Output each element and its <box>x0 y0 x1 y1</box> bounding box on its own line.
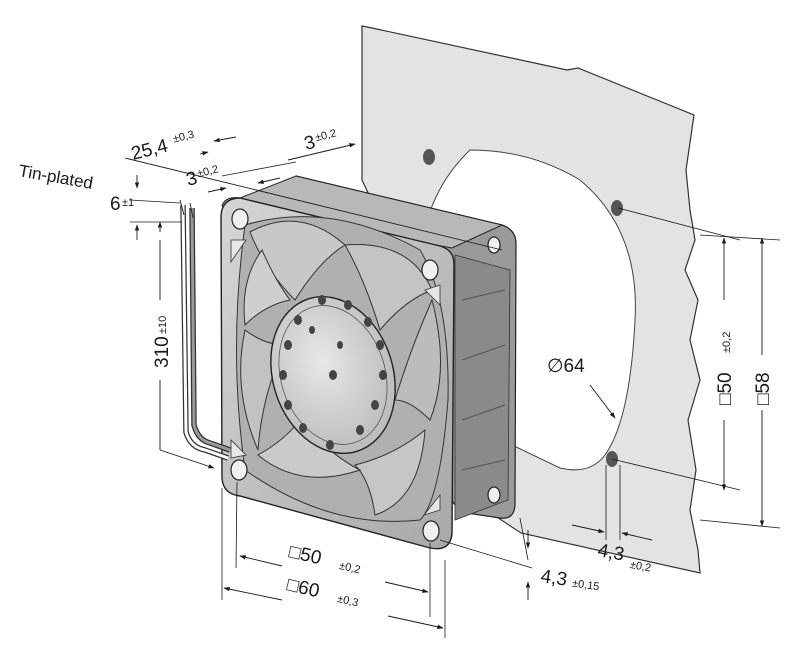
mount-hole-b-value: 4,3 <box>596 540 626 565</box>
cable-length-value: 310 <box>152 336 173 368</box>
fan <box>220 175 517 550</box>
flange-right-value: 3 <box>302 132 317 155</box>
cutout-diameter: ∅64 <box>547 356 585 377</box>
panel-pitch-value: □50 <box>715 372 736 405</box>
panel-size-value: □58 <box>753 372 774 405</box>
wire-strip-tol: ±1 <box>122 197 134 209</box>
mount-hole-a-tol: ±0,15 <box>571 578 600 594</box>
dimension-lines <box>124 136 781 638</box>
panel-hole <box>611 200 623 216</box>
frame-size-bottom-tol: ±0,3 <box>336 593 359 609</box>
mount-hole-a-value: 4,3 <box>539 566 568 590</box>
hole-pitch-bottom-tol: ±0,2 <box>338 560 361 576</box>
frame-size-bottom-value: □60 <box>285 574 322 602</box>
cable <box>179 199 231 461</box>
flange-right-tol: ±0,2 <box>314 127 338 144</box>
flange-left-value: 3 <box>184 168 199 191</box>
depth-tol: ±0,3 <box>172 129 196 146</box>
cable-length-tol: ±10 <box>157 316 169 334</box>
fan-hub <box>270 295 396 455</box>
flange-left-tol: ±0,2 <box>196 163 220 180</box>
panel-pitch-tol: ±0,2 <box>721 332 733 353</box>
depth-value: 25,4 <box>129 135 170 164</box>
mount-hole-b-tol: ±0,2 <box>629 559 652 575</box>
wire-strip-value: 6 <box>110 194 121 215</box>
panel-hole <box>423 149 435 165</box>
hole-pitch-bottom-value: □50 <box>287 541 324 569</box>
fan-corner-holes <box>230 208 501 542</box>
dimension-labels: Tin-plated 6 ±1 310 ±10 25,4 ±0,3 3 ±0,2… <box>17 127 774 609</box>
wire-label: Tin-plated <box>17 161 94 193</box>
